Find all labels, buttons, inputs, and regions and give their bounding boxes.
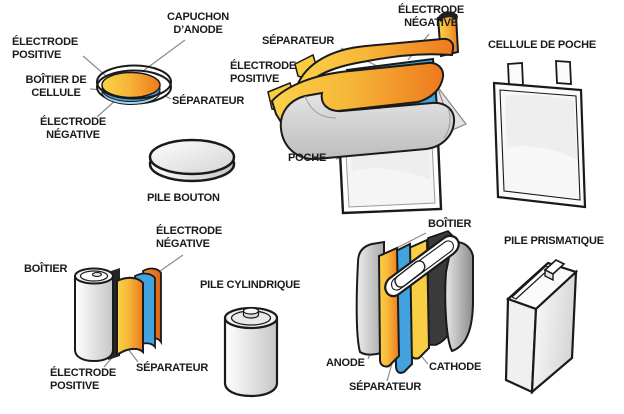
label-cell-case-button: BOÎTIER DE CELLULE xyxy=(25,74,87,99)
title-pouch-cell: CELLULE DE POCHE xyxy=(488,39,597,51)
label-anode: ANODE xyxy=(326,357,365,369)
label-case-prism: BOÎTIER xyxy=(428,218,472,230)
leader-separator-cyl xyxy=(127,348,139,363)
label-pouch: POCHE xyxy=(288,152,327,164)
pouch-cell-illustration xyxy=(492,60,587,209)
cylindrical-cell-cutaway-illustration xyxy=(74,267,162,363)
button-cell-open-illustration xyxy=(96,64,172,105)
label-separator-prism: SÉPARATEUR xyxy=(349,381,422,393)
label-positive-electrode-button: ÉLECTRODE POSITIVE xyxy=(12,36,79,61)
label-separator-button: SÉPARATEUR xyxy=(172,95,245,107)
label-negative-electrode-pouch: ÉLECTRODE NÉGATIVE xyxy=(397,4,465,29)
button-cell-illustration xyxy=(148,138,236,183)
title-button-cell: PILE BOUTON xyxy=(147,192,220,204)
cylindrical-cell-illustration xyxy=(223,306,279,398)
label-negative-electrode-button: ÉLECTRODE NÉGATIVE xyxy=(39,116,107,141)
label-anode-cap: CAPUCHON D’ANODE xyxy=(167,11,229,36)
label-case-cyl: BOÎTIER xyxy=(24,263,68,275)
prismatic-cell-cutaway-illustration xyxy=(355,230,474,374)
label-positive-electrode-pouch: ÉLECTRODE POSITIVE xyxy=(230,60,297,85)
leader-anode-cap xyxy=(142,39,186,72)
title-cylindrical-cell: PILE CYLINDRIQUE xyxy=(200,279,301,291)
label-separator-pouch: SÉPARATEUR xyxy=(262,35,335,47)
label-positive-electrode-cyl: ÉLECTRODE POSITIVE xyxy=(50,367,117,392)
pouch-cell-exploded-illustration xyxy=(267,11,467,215)
label-negative-electrode-cyl: ÉLECTRODE NÉGATIVE xyxy=(156,225,223,250)
title-prismatic-cell: PILE PRISMATIQUE xyxy=(504,235,604,247)
label-cathode: CATHODE xyxy=(429,361,482,373)
prismatic-cell-illustration xyxy=(504,259,579,395)
label-separator-cyl: SÉPARATEUR xyxy=(136,362,209,374)
